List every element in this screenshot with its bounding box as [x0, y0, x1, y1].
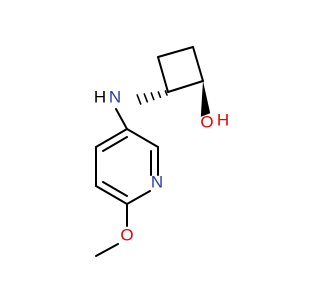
bond-n-c7 — [126, 190, 151, 205]
bond-c7-c8-outer — [95, 185, 128, 205]
bond-n-c5 — [115, 108, 128, 130]
bond-c9-c5-outer — [95, 128, 128, 148]
hashed-wedge-bond-c4-n — [136, 90, 168, 105]
molecule-structure: H N N O H O — [0, 0, 300, 300]
hydroxyl-h-label: H — [217, 110, 229, 129]
bond-c1-c2 — [157, 46, 194, 58]
bond-c3-c4 — [167, 80, 204, 93]
bond-o-ch3 — [95, 243, 119, 257]
bond-c5-c6 — [126, 128, 159, 148]
pyridine-n-label: N — [151, 172, 163, 191]
bond-c4-c1 — [157, 56, 169, 93]
methoxy-o-label: O — [120, 225, 133, 244]
bond-c9-c5-inner — [102, 136, 128, 152]
background — [0, 0, 300, 300]
hydroxyl-o-label: O — [200, 112, 213, 131]
bond-c2-c3 — [192, 46, 204, 82]
amine-n-label: N — [109, 87, 121, 106]
amine-h-label: H — [94, 87, 106, 106]
bond-c7-c8-inner — [102, 181, 128, 197]
wedge-bond-c3-o — [200, 81, 211, 117]
